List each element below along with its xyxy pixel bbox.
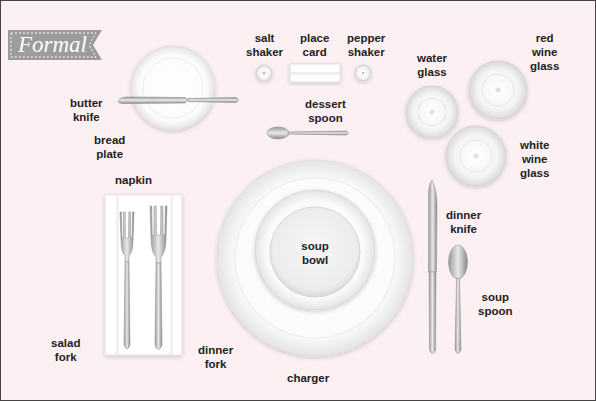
part-label: napkin <box>115 173 152 187</box>
white-wine-glass <box>446 126 506 186</box>
part-label: charger <box>287 371 329 385</box>
part-label: dinner fork <box>198 343 233 371</box>
butter-knife <box>118 97 239 104</box>
dinner-knife <box>429 180 438 354</box>
part-label: dinner knife <box>446 208 481 236</box>
pepper-shaker <box>355 65 371 81</box>
part-label: dessert spoon <box>305 97 346 125</box>
water-glass <box>406 86 458 138</box>
red-wine-glass <box>469 61 527 119</box>
bread-plate <box>131 46 215 130</box>
part-label: place card <box>300 31 329 59</box>
part-label: soup spoon <box>478 290 513 318</box>
place-card <box>290 64 340 82</box>
dessert-spoon <box>267 127 349 139</box>
dinner-fork <box>150 206 167 350</box>
salt-shaker <box>256 65 272 81</box>
bowl-label-area: soup bowl <box>297 239 333 267</box>
part-label: white wine glass <box>520 138 549 180</box>
soup-bowl <box>255 190 375 310</box>
part-label: salt shaker <box>246 31 283 59</box>
part-label: pepper shaker <box>347 31 385 59</box>
part-label: red wine glass <box>530 31 559 73</box>
diagram-title: Formal <box>18 32 87 58</box>
salad-fork <box>120 212 134 349</box>
part-label: water glass <box>417 51 447 79</box>
title-banner <box>8 30 102 60</box>
bowl-label: soup bowl <box>301 239 328 267</box>
soup-spoon <box>449 245 468 354</box>
part-label: butter knife <box>70 96 103 124</box>
charger <box>217 160 413 356</box>
napkin <box>105 195 182 355</box>
part-label: salad fork <box>51 336 80 364</box>
part-label: bread plate <box>94 133 125 161</box>
